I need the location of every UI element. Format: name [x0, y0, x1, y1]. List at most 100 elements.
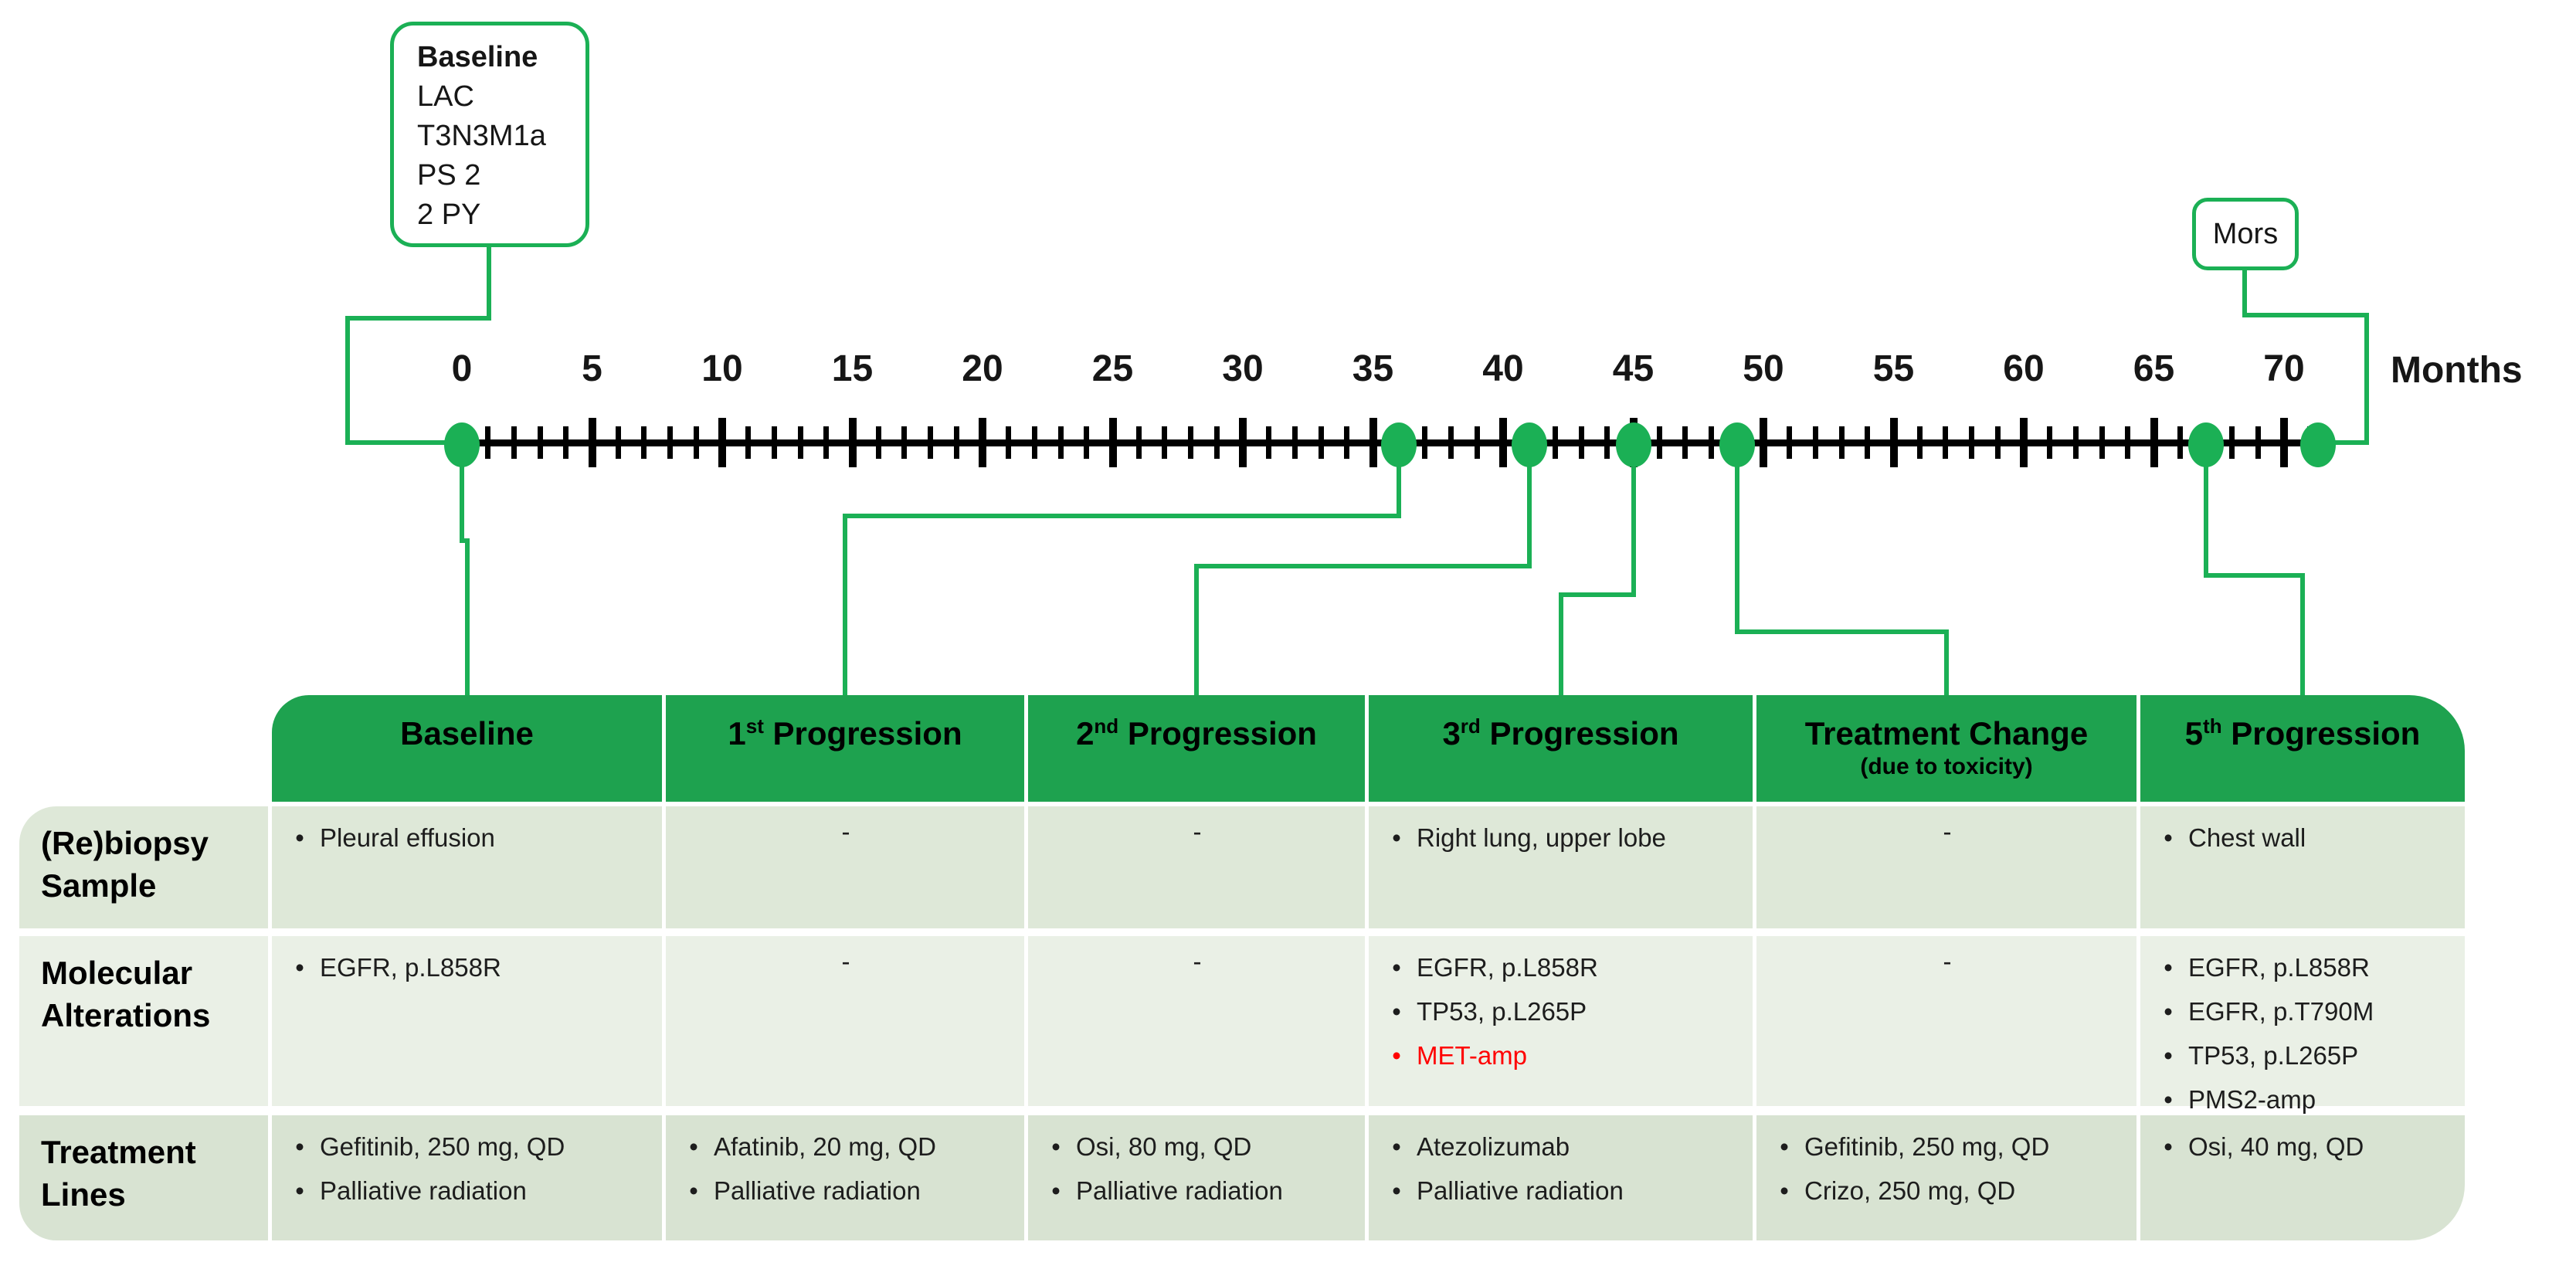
bullet-icon: •: [1780, 1176, 1789, 1205]
timeline-tick-major: [1760, 418, 1767, 467]
timeline-tick-minor: [1552, 426, 1558, 459]
bullet-icon: •: [2164, 1132, 2173, 1161]
bullet-icon: •: [1051, 1132, 1061, 1161]
timeline-tick-minor: [2072, 426, 2079, 459]
timeline-tick-minor: [1084, 426, 1090, 459]
bullet-text: Palliative radiation: [1076, 1176, 1283, 1205]
column-header-text: Baseline: [400, 715, 534, 752]
event-connector: [1735, 440, 1740, 634]
death-connector: [2242, 313, 2369, 317]
timeline-event-dot: [1381, 422, 1417, 467]
timeline-month-label: 55: [1872, 348, 1915, 389]
column-header-text: Treatment Change: [1804, 715, 2089, 752]
timeline-event-dot: [2299, 422, 2336, 467]
bullet-text: Palliative radiation: [714, 1176, 921, 1205]
column-header-text: 2nd Progression: [1076, 714, 1317, 752]
timeline-tick-major: [2280, 418, 2288, 467]
timeline-tick-minor: [2229, 426, 2235, 459]
bullet-text: Osi, 40 mg, QD: [2188, 1132, 2364, 1161]
timeline-tick-minor: [1213, 426, 1220, 459]
bullet-item: •Palliative radiation: [1376, 1173, 1746, 1209]
event-connector: [1194, 564, 1532, 568]
timeline-tick-minor: [1266, 426, 1272, 459]
timeline-tick-major: [2150, 418, 2158, 467]
event-connector: [843, 514, 847, 697]
bullet-text: Atezolizumab: [1417, 1132, 1570, 1161]
timeline-tick-minor: [1916, 426, 1923, 459]
timeline-tick-minor: [615, 426, 621, 459]
timeline-event-dot: [1719, 422, 1756, 467]
bullet-text: Crizo, 250 mg, QD: [1804, 1176, 2016, 1205]
row-label-re-biopsy-sample: (Re)biopsy Sample: [19, 806, 268, 928]
cell-r3c3: •Osi, 80 mg, QD•Palliative radiation: [1028, 1115, 1365, 1240]
timeline-tick-major: [718, 418, 726, 467]
event-connector: [1631, 440, 1636, 597]
event-connector: [1944, 629, 1949, 697]
empty-cell-dash: -: [666, 806, 1024, 928]
bullet-icon: •: [1392, 1041, 1401, 1070]
timeline-tick-minor: [1344, 426, 1350, 459]
bullet-item: • Pleural effusion: [280, 820, 656, 856]
timeline-tick-minor: [693, 426, 699, 459]
event-connector: [1397, 440, 1402, 518]
bullet-icon: •: [295, 1176, 304, 1205]
timeline-event-dot: [2187, 422, 2224, 467]
timeline-tick-minor: [1474, 426, 1480, 459]
bullet-icon: •: [1392, 1132, 1401, 1161]
bullet-item: •Palliative radiation: [674, 1173, 1018, 1209]
bullet-text: Osi, 80 mg, QD: [1076, 1132, 1252, 1161]
timeline-month-label: 15: [831, 348, 874, 389]
bullet-item: •EGFR, p.L858R: [2148, 950, 2459, 986]
timeline-tick-minor: [1291, 426, 1298, 459]
bullet-item: •EGFR, p.L858R: [280, 950, 656, 986]
bullet-text: PMS2-amp: [2188, 1085, 2316, 1114]
row-label-molecular-alterations: Molecular Alterations: [19, 936, 268, 1106]
bullet-text: Pleural effusion: [320, 823, 495, 852]
timeline-tick-minor: [2047, 426, 2053, 459]
timeline-tick-minor: [2099, 426, 2105, 459]
cell-r3c1: •Gefitinib, 250 mg, QD•Palliative radiat…: [272, 1115, 662, 1240]
timeline-tick-major: [2020, 418, 2028, 467]
column-header-baseline: Baseline: [272, 695, 662, 802]
event-connector: [1735, 629, 1949, 634]
empty-cell-dash: -: [1756, 806, 2136, 928]
timeline-tick-major: [588, 418, 596, 467]
timeline-month-label: 70: [2263, 348, 2305, 389]
timeline-tick-minor: [953, 426, 959, 459]
bullet-item: • Osi, 40 mg, QD: [2148, 1129, 2459, 1165]
event-connector: [1558, 592, 1563, 697]
cell-r2c1: •EGFR, p.L858R: [272, 936, 662, 1106]
bullet-icon: •: [1392, 1176, 1401, 1205]
event-connector: [2300, 573, 2305, 697]
timeline-month-label: 45: [1612, 348, 1655, 389]
bullet-text: EGFR, p.L858R: [1417, 953, 1598, 982]
timeline-event-dot: [444, 422, 480, 467]
bullet-text: EGFR, p.T790M: [2188, 997, 2374, 1026]
death-connector: [2315, 440, 2369, 445]
timeline-tick-minor: [1787, 426, 1793, 459]
timeline-tick-minor: [667, 426, 674, 459]
bullet-text: Palliative radiation: [320, 1176, 527, 1205]
cell-r1c1: • Pleural effusion: [272, 806, 662, 928]
timeline-tick-minor: [1162, 426, 1168, 459]
bullet-text: Gefitinib, 250 mg, QD: [1804, 1132, 2050, 1161]
timeline-month-label: 35: [1352, 348, 1394, 389]
timeline-month-label: 65: [2133, 348, 2175, 389]
bullet-text: Chest wall: [2188, 823, 2306, 852]
event-connector: [1194, 564, 1199, 697]
event-connector: [843, 514, 1402, 518]
timeline-tick-minor: [1135, 426, 1142, 459]
event-connector: [1526, 440, 1532, 568]
timeline-tick-minor: [1865, 426, 1871, 459]
timeline-tick-minor: [1057, 426, 1064, 459]
timeline-tick-minor: [928, 426, 934, 459]
death-label: Mors: [2212, 217, 2279, 250]
event-connector: [2203, 573, 2305, 578]
bullet-icon: •: [295, 823, 304, 852]
timeline-tick-major: [1239, 418, 1247, 467]
baseline-info-line: 2 PY: [417, 198, 481, 231]
timeline-tick-minor: [875, 426, 881, 459]
timeline-month-label: 25: [1091, 348, 1134, 389]
